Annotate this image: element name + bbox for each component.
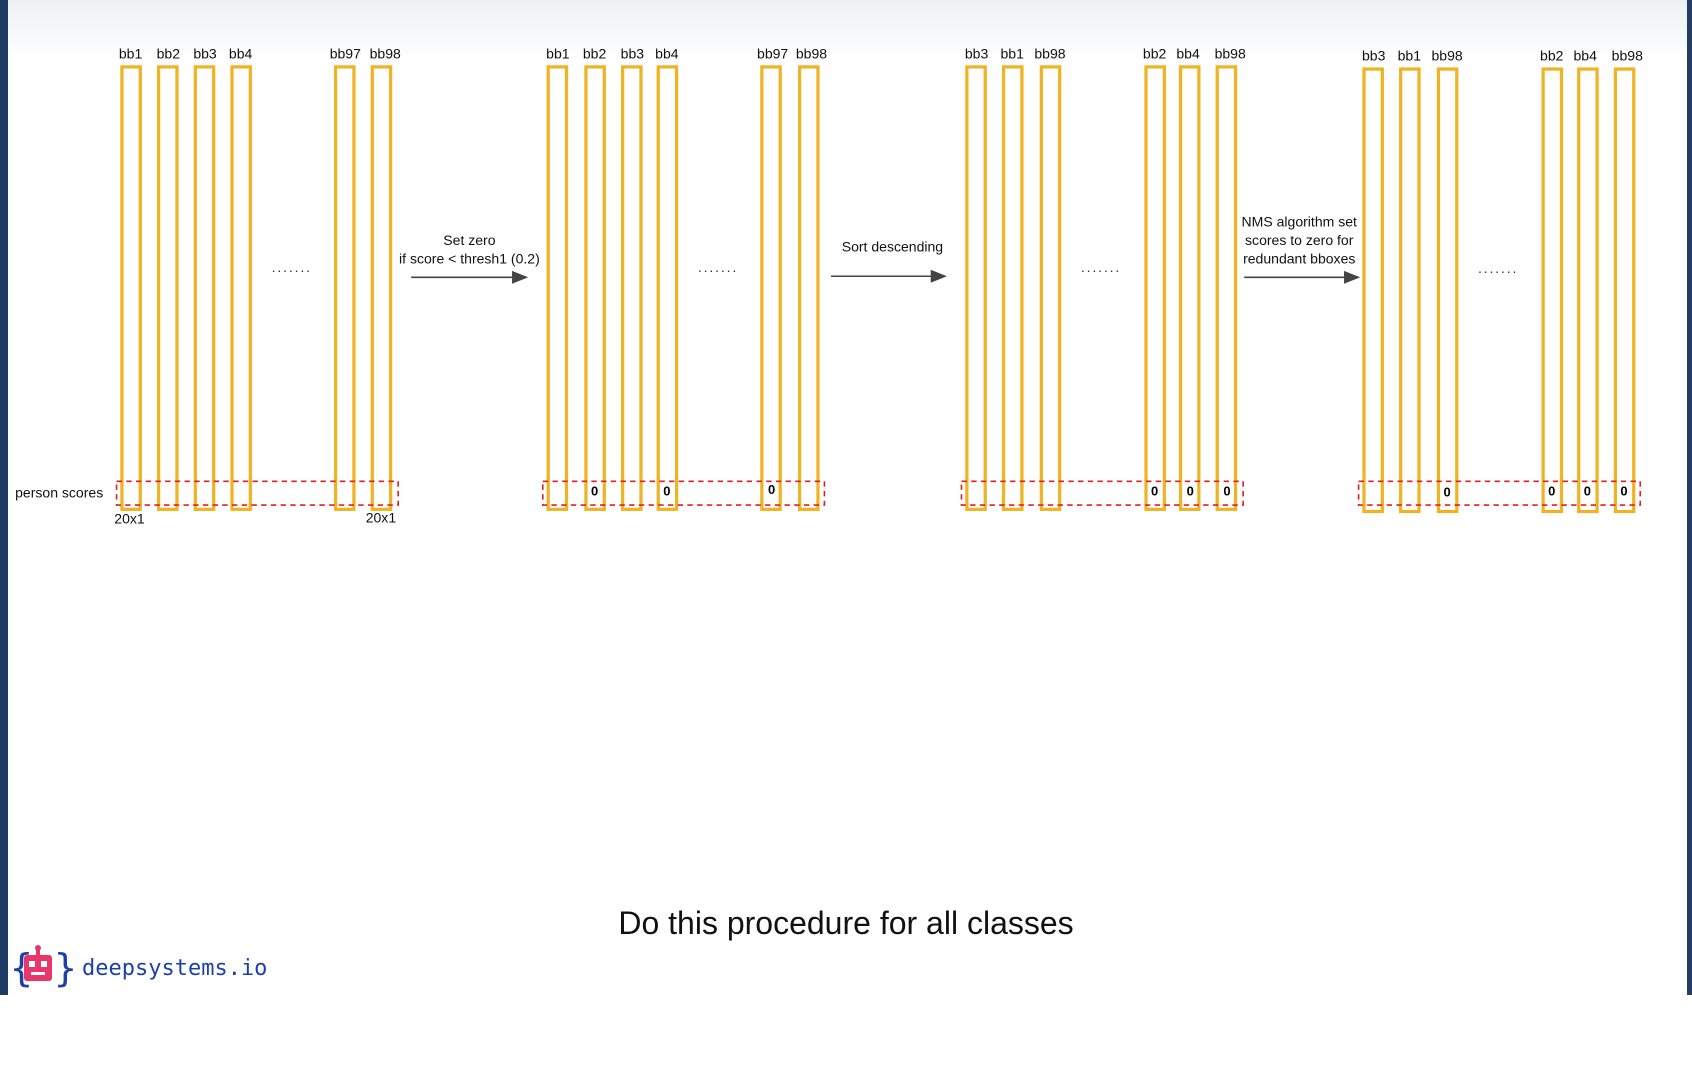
left-frame-edge: [0, 0, 8, 995]
bbox-label: bb3: [1361, 47, 1386, 64]
bar: [1436, 67, 1459, 514]
zero-score: 0: [1186, 483, 1194, 499]
bbox-label: bb3: [193, 45, 217, 62]
bbox-label: bb98: [795, 45, 828, 62]
zero-score: 0: [1443, 484, 1451, 500]
row-label: person scores: [15, 484, 104, 501]
bar: [656, 65, 679, 511]
caption-line: Set zero: [443, 232, 496, 249]
bbox-label: bb2: [582, 45, 607, 62]
stage-4-bars: [1357, 67, 1642, 514]
top-gradient: [8, 0, 1687, 60]
bbox-label: bb2: [1540, 47, 1564, 64]
bar: [1001, 65, 1024, 511]
bbox-label: bb98: [369, 45, 401, 62]
bar: [333, 65, 356, 511]
bbox-label: bb98: [1214, 45, 1246, 62]
bar: [120, 65, 142, 511]
zero-score: 0: [1151, 483, 1159, 499]
stage-1-bars: [115, 65, 399, 511]
ellipsis: ·······: [697, 262, 738, 279]
score-row-box: [1357, 480, 1642, 506]
bbox-label: bb98: [1611, 47, 1643, 64]
bbox-label: bb3: [620, 45, 645, 62]
bbox-label: bb1: [118, 45, 143, 62]
dims-label: 20x1: [114, 510, 145, 527]
bar: [370, 65, 393, 511]
footer-caption: Do this procedure for all classes: [618, 905, 1074, 941]
score-row-box: [960, 480, 1244, 506]
bar: [1577, 67, 1599, 514]
bar: [1178, 65, 1201, 511]
caption-line: redundant bboxes: [1243, 250, 1356, 267]
diagram-svg: [115, 65, 1642, 514]
arrow-3-caption: NMS algorithm set scores to zero for red…: [1242, 213, 1357, 268]
bar: [965, 65, 987, 511]
bbox-label: bb1: [546, 45, 570, 62]
bbox-label: bb98: [1431, 47, 1463, 64]
bbox-label: bb97: [757, 45, 789, 62]
robot-icon: { }: [10, 945, 77, 990]
dims-label: 20x1: [365, 509, 397, 526]
ellipsis: ·······: [1477, 263, 1518, 280]
bar: [760, 65, 782, 511]
zero-score: 0: [1223, 483, 1231, 499]
bar: [621, 65, 643, 511]
brand-logo: { } deepsystems.io: [10, 945, 267, 991]
bbox-label: bb1: [1000, 45, 1024, 62]
score-row-box: [541, 480, 826, 506]
arrow-1-caption: Set zero if score < thresh1 (0.2): [399, 231, 540, 268]
bar: [157, 65, 179, 511]
bbox-label: bb4: [655, 45, 679, 62]
zero-score: 0: [1620, 483, 1628, 499]
bar: [546, 65, 569, 511]
zero-score: 0: [590, 483, 599, 499]
bbox-label: bb97: [329, 45, 361, 62]
zero-score: 0: [1548, 483, 1556, 499]
bbox-label: bb4: [1573, 47, 1597, 64]
bar: [1144, 65, 1166, 511]
bar: [1399, 67, 1421, 514]
zero-score: 0: [663, 483, 671, 499]
caption-line: scores to zero for: [1245, 232, 1354, 249]
bbox-label: bb4: [228, 45, 253, 62]
zero-score: 0: [767, 482, 776, 498]
ellipsis: ·······: [1080, 262, 1121, 279]
bar: [584, 65, 606, 511]
score-row-box: [115, 480, 399, 506]
bar: [1362, 67, 1384, 514]
bbox-label: bb1: [1397, 47, 1422, 64]
bar: [797, 65, 820, 511]
caption-line: NMS algorithm set: [1241, 213, 1357, 230]
bar: [230, 65, 252, 511]
bbox-label: bb3: [964, 45, 989, 62]
stage-2-bars: [541, 65, 826, 511]
caption-line: Sort descending: [841, 238, 944, 255]
bar: [1215, 65, 1238, 511]
brand-name: deepsystems.io: [82, 955, 268, 981]
bar: [1039, 65, 1062, 511]
zero-score: 0: [1583, 483, 1591, 499]
ellipsis: ·······: [271, 262, 312, 279]
bbox-label: bb4: [1176, 45, 1200, 62]
svg-text:}: }: [54, 946, 77, 990]
bbox-label: bb2: [1142, 45, 1167, 62]
stage-3-bars: [960, 65, 1244, 511]
caption-line: if score < thresh1 (0.2): [399, 250, 540, 267]
bbox-label: bb2: [156, 45, 181, 62]
bbox-label: bb98: [1034, 45, 1066, 62]
bar: [1541, 67, 1564, 514]
right-frame-edge: [1687, 0, 1692, 995]
bar: [1613, 67, 1636, 514]
arrow-2-caption: Sort descending: [842, 237, 943, 255]
bar: [193, 65, 216, 511]
